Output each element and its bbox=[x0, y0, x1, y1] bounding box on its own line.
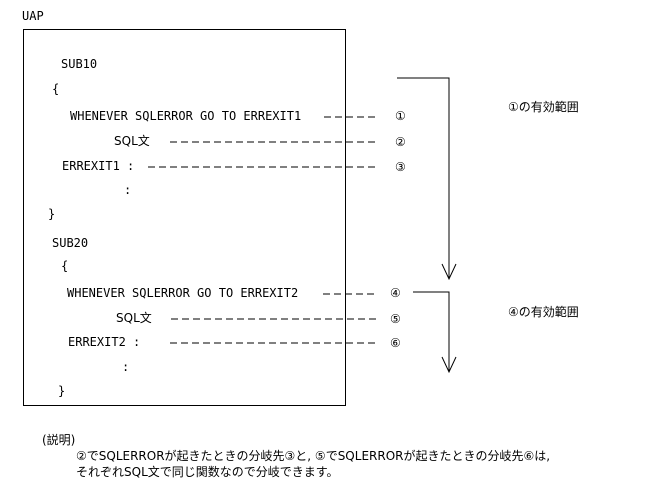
sql-statement-1: SQL文 bbox=[114, 134, 150, 148]
uap-title: UAP bbox=[22, 9, 44, 23]
marker-3: ③ bbox=[395, 160, 406, 174]
whenever-statement-2: WHENEVER SQLERROR GO TO ERREXIT2 bbox=[67, 286, 299, 300]
explanation-line-1: ②でSQLERRORが起きたときの分岐先③と, ⑤でSQLERRORが起きたとき… bbox=[76, 449, 551, 463]
marker-2: ② bbox=[395, 135, 406, 149]
uap-program-box bbox=[23, 29, 346, 406]
scope-label-1: ①の有効範囲 bbox=[508, 100, 579, 114]
explanation-line-2: それぞれSQL文で同じ関数なので分岐できます。 bbox=[76, 465, 339, 479]
marker-6: ⑥ bbox=[390, 336, 401, 350]
sub20-label: SUB20 bbox=[52, 236, 89, 250]
sub10-label: SUB10 bbox=[61, 57, 98, 71]
scope-label-4: ④の有効範囲 bbox=[508, 305, 579, 319]
continuation-dots-1: : bbox=[124, 183, 132, 197]
sql-statement-2: SQL文 bbox=[116, 311, 152, 325]
sub10-brace-close: } bbox=[48, 207, 56, 221]
sub10-brace-open: { bbox=[52, 82, 60, 96]
whenever-statement-1: WHENEVER SQLERROR GO TO ERREXIT1 bbox=[70, 109, 302, 123]
arrowhead-1 bbox=[441, 263, 457, 281]
marker-5: ⑤ bbox=[390, 312, 401, 326]
marker-1: ① bbox=[395, 109, 406, 123]
arrowhead-4 bbox=[441, 356, 457, 374]
scope-arrow-4 bbox=[413, 291, 450, 372]
sub20-brace-close: } bbox=[58, 384, 66, 398]
sub20-brace-open: { bbox=[61, 259, 69, 273]
errexit1-label: ERREXIT1 : bbox=[62, 159, 135, 173]
marker-4: ④ bbox=[390, 286, 401, 300]
continuation-dots-2: : bbox=[122, 360, 130, 374]
scope-arrow-1 bbox=[397, 77, 450, 279]
errexit2-label: ERREXIT2 : bbox=[68, 335, 141, 349]
explanation-heading: (説明) bbox=[42, 433, 76, 447]
